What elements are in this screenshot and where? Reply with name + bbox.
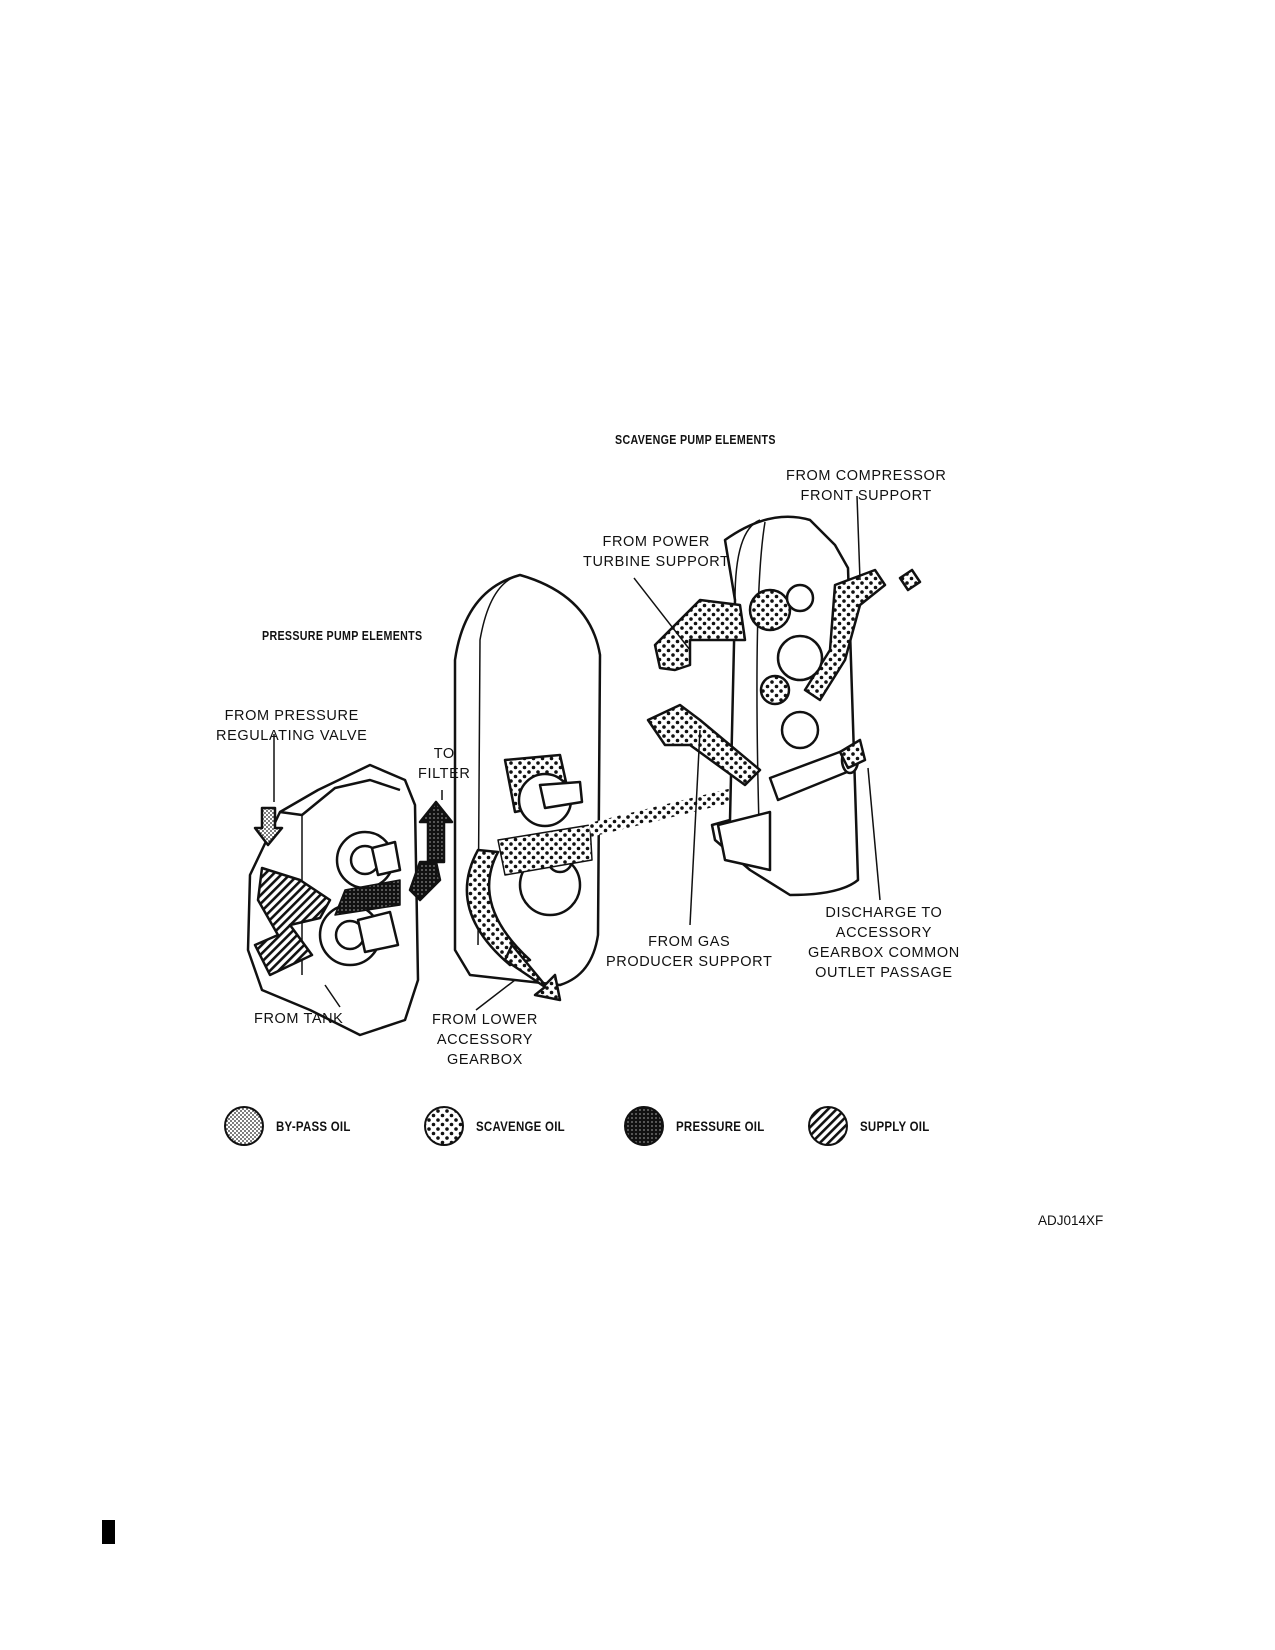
leader-lines [273, 495, 881, 1011]
scavenge-pump-housing [646, 515, 922, 897]
discharge-arrow [838, 738, 867, 770]
scavenge-center-housing [453, 573, 602, 1002]
compressor-arrow [898, 568, 922, 592]
lower-gearbox-arrow [503, 943, 562, 1002]
legend-pressure: PRESSURE OIL [622, 1104, 780, 1148]
scavenge-header: SCAVENGE PUMP ELEMENTS [615, 432, 776, 447]
supply-swatch [808, 1106, 848, 1146]
legend-label: PRESSURE OIL [676, 1118, 765, 1134]
legend-bypass: BY-PASS OIL [222, 1104, 364, 1148]
legend-label: SUPPLY OIL [860, 1118, 930, 1134]
pressure-header: PRESSURE PUMP ELEMENTS [262, 628, 423, 643]
figure-id: ADJ014XF [1038, 1213, 1104, 1228]
pressure-pump-housing [246, 763, 454, 1037]
pressure-swatch [624, 1106, 664, 1146]
legend-label: SCAVENGE OIL [476, 1118, 565, 1134]
power-turbine-passage [653, 598, 747, 672]
page-marker [102, 1520, 115, 1544]
legend-supply: SUPPLY OIL [806, 1104, 942, 1148]
legend-scavenge: SCAVENGE OIL [422, 1104, 581, 1148]
label-from-tank: FROM TANK [254, 1011, 344, 1027]
bypass-arrow [253, 806, 284, 847]
scavenge-swatch [424, 1106, 464, 1146]
bypass-swatch [224, 1106, 264, 1146]
supply-passage [253, 866, 332, 977]
gas-producer-passage [646, 703, 762, 787]
lower-gearbox-passage [465, 848, 532, 967]
legend-label: BY-PASS OIL [276, 1118, 351, 1134]
to-filter-arrow [418, 800, 454, 864]
